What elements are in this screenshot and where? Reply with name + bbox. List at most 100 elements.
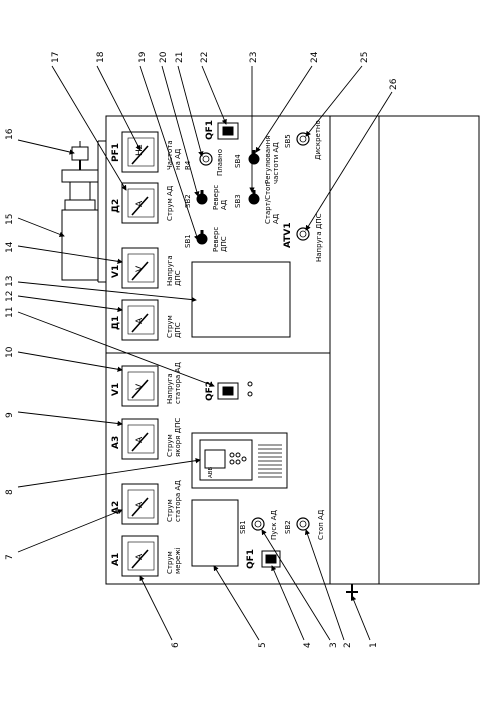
callout-25: 25 bbox=[305, 52, 370, 137]
callout-number: 22 bbox=[200, 52, 210, 63]
callout-leader bbox=[17, 351, 123, 372]
meter-caption: Струм bbox=[166, 551, 174, 574]
meter-needle-icon bbox=[131, 497, 149, 517]
meter-body bbox=[121, 247, 159, 289]
callout-leader bbox=[255, 65, 313, 153]
callout-number: 2 bbox=[343, 642, 353, 648]
callout-13: 13 bbox=[5, 276, 197, 303]
callout-11: 11 bbox=[5, 307, 215, 387]
callout-leader bbox=[271, 565, 305, 641]
callout-22: 22 bbox=[200, 52, 227, 125]
frequency-converter bbox=[191, 432, 288, 489]
callout-10: 10 bbox=[5, 346, 123, 372]
meter-caption: статора АД bbox=[174, 480, 182, 522]
callout-3: 3 bbox=[261, 529, 339, 648]
callout-number: 10 bbox=[5, 346, 15, 358]
callout-leader bbox=[17, 311, 215, 387]
callout-number: 7 bbox=[5, 554, 15, 560]
callout-14: 14 bbox=[5, 241, 123, 264]
meter-caption: на АД bbox=[174, 148, 182, 170]
callout-number: 5 bbox=[258, 642, 268, 648]
meter-unit: Hz bbox=[135, 144, 145, 156]
meter-id: A1 bbox=[111, 553, 121, 566]
callout-15: 15 bbox=[5, 214, 65, 237]
stop-motor-button[interactable] bbox=[296, 517, 310, 531]
callout-leader bbox=[213, 565, 260, 641]
callout-leader bbox=[304, 529, 345, 641]
meter-needle-icon bbox=[131, 379, 149, 399]
meter-unit: V bbox=[135, 265, 145, 272]
callout-leader bbox=[305, 91, 393, 231]
start-stop-motor-id: SB3 bbox=[234, 194, 242, 208]
breaker-qf1-upper-label: QF1 bbox=[205, 120, 215, 140]
start-stop-motor-label: АД bbox=[272, 213, 280, 224]
callout-21: 21 bbox=[175, 52, 204, 157]
reverse-motor-label: АД bbox=[220, 199, 228, 210]
stop-motor-button-id: SB2 bbox=[284, 520, 292, 534]
callout-leader bbox=[17, 139, 75, 155]
meter-scale bbox=[127, 188, 155, 218]
meter-unit: V bbox=[135, 383, 145, 390]
callout-leader bbox=[261, 529, 331, 641]
callout-number: 9 bbox=[5, 412, 15, 418]
reverse-dc-knob[interactable] bbox=[196, 230, 208, 245]
meter-caption: Струм bbox=[166, 315, 174, 338]
callout-number: 1 bbox=[369, 642, 379, 648]
callout-leader bbox=[139, 575, 173, 641]
start-stop-motor-knob[interactable] bbox=[248, 190, 260, 205]
callout-4: 4 bbox=[271, 565, 313, 648]
callout-number: 18 bbox=[96, 51, 106, 63]
callout-19: 19 bbox=[138, 51, 200, 241]
meter-scale bbox=[127, 253, 155, 283]
callout-leader bbox=[139, 65, 200, 241]
callout-6: 6 bbox=[139, 575, 181, 648]
smooth-regulation-knob[interactable] bbox=[199, 152, 213, 166]
reverse-motor-knob[interactable] bbox=[196, 190, 208, 205]
dc-voltage-label: Напруга ДПС bbox=[315, 213, 323, 262]
discrete-button[interactable] bbox=[296, 132, 310, 146]
meter-body bbox=[121, 131, 159, 173]
meter-caption: Струм bbox=[166, 434, 174, 457]
meter-needle-icon bbox=[131, 313, 149, 333]
callout-leader bbox=[17, 509, 123, 553]
meter-unit: A bbox=[135, 553, 145, 560]
smooth-regulation-id: R4 bbox=[184, 160, 192, 170]
callout-number: 19 bbox=[138, 51, 148, 63]
start-motor-button[interactable] bbox=[251, 517, 265, 531]
callout-20: 20 bbox=[159, 51, 200, 197]
callout-number: 13 bbox=[5, 276, 15, 287]
callout-number: 25 bbox=[360, 52, 370, 63]
callout-26: 26 bbox=[305, 78, 399, 231]
callout-5: 5 bbox=[213, 565, 268, 648]
dc-voltage-knob[interactable] bbox=[296, 227, 310, 241]
frequency-regulation-knob[interactable] bbox=[248, 150, 260, 165]
callout-number: 20 bbox=[159, 51, 169, 63]
meter-scale bbox=[127, 541, 155, 571]
callout-number: 26 bbox=[389, 78, 399, 90]
breaker-qf2[interactable] bbox=[217, 382, 239, 400]
frequency-regulation-id: SB4 bbox=[234, 154, 242, 168]
callout-number: 6 bbox=[171, 642, 181, 648]
meter-id: PF1 bbox=[111, 143, 121, 162]
meter-caption: мережі bbox=[174, 547, 182, 574]
discrete-button-label: Дискретно bbox=[314, 120, 322, 160]
start-stop-motor-label: Старт/Стоп bbox=[264, 182, 272, 224]
meter-caption: якоря ДПС bbox=[174, 418, 182, 457]
callout-number: 12 bbox=[5, 291, 15, 302]
callout-number: 21 bbox=[175, 52, 185, 63]
breaker-qf1-upper[interactable] bbox=[217, 122, 239, 140]
callout-8: 8 bbox=[5, 457, 201, 495]
reverse-dc-id: SB1 bbox=[184, 234, 192, 248]
dc-voltage-id: ATV1 bbox=[283, 222, 293, 248]
callout-17: 17 bbox=[51, 52, 127, 191]
breaker-qf1-lower[interactable] bbox=[261, 550, 281, 568]
callout-number: 24 bbox=[310, 51, 320, 63]
reverse-dc-label: ДПС bbox=[220, 236, 228, 252]
converter-keypad-icon bbox=[229, 452, 247, 465]
callout-12: 12 bbox=[5, 291, 123, 313]
